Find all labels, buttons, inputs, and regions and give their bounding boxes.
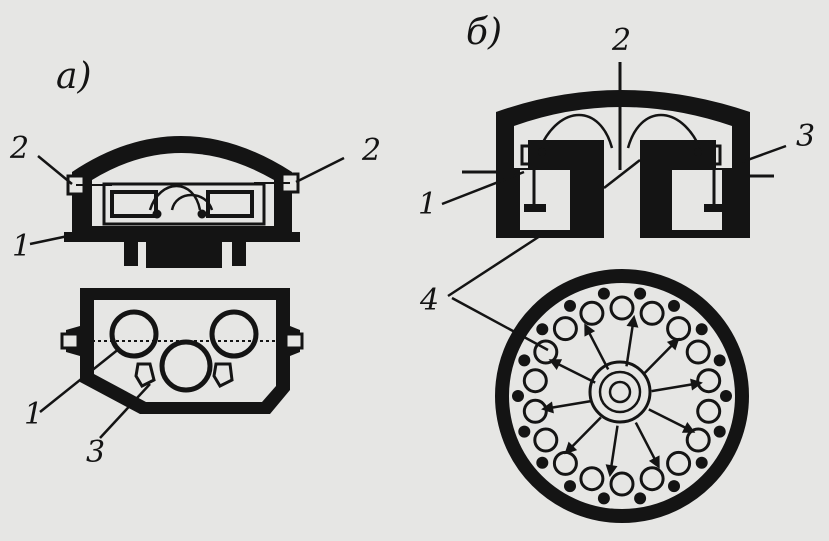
ring-coil [533,427,559,453]
ring-coil [666,450,692,476]
ring-coil [609,295,635,321]
a-base-block [146,228,222,268]
b-plan-hub-mid [598,370,642,414]
ring-stud [634,492,647,505]
panel-a-label: а) [56,56,92,97]
panel-b-bottom-plan [451,269,749,523]
spoke [586,329,610,370]
ring-coil [639,466,665,492]
spoke-arrow [548,359,563,370]
spoke [648,408,689,431]
spoke-arrow [564,441,578,455]
callout-b-mid: 4 [419,283,439,318]
a-plan-right-coil [209,309,259,359]
ring-stud [668,299,680,312]
spoke [609,425,619,470]
callout-a-left: 1 [12,229,31,264]
ring-coil [522,398,548,424]
spoke-arrow [605,464,618,478]
ring-stud [512,390,524,402]
b-dome-inner [514,107,732,168]
ring-coil [522,368,548,394]
a-base-left-leg [124,242,138,266]
ring-coil [552,450,578,476]
spoke [651,382,696,393]
ring-stud [720,390,732,402]
ring-stud [713,425,726,438]
callout-b-right: 3 [796,119,815,154]
a-plan-center-coil [159,339,213,393]
b-plan-outer-ring [495,269,749,523]
b-plan-ring-items [512,287,732,505]
ring-coil [685,339,711,365]
callout-b-left: 1 [418,187,437,222]
spoke-arrow [681,422,696,433]
callout-a-top-right: 2 [361,133,381,168]
spoke [634,422,658,463]
spoke [642,342,675,376]
ring-stud [695,456,708,469]
ring-stud [634,287,647,300]
a-base-right-leg [232,242,246,266]
ring-stud [597,287,610,300]
spoke [625,322,635,367]
ring-coil [685,427,711,453]
ring-coil [696,368,722,394]
ring-stud [536,456,549,469]
b-plan-hub-outer [588,360,652,424]
spoke [548,399,593,410]
spoke-arrow [690,378,703,391]
spoke-arrow [666,337,680,351]
ring-coil [666,316,692,342]
spoke-arrow [626,314,639,328]
ring-coil [639,300,665,326]
spoke-arrow [648,455,660,469]
b-plan-spokes [541,314,703,478]
a-plan-left-coil [109,309,159,359]
ring-stud [564,480,576,493]
panel-b-label: б) [466,12,502,53]
panel-a-bottom-plan [39,288,304,439]
callout-a-bottom-3: 3 [86,435,105,470]
ring-stud [536,323,549,336]
spoke [555,361,596,384]
spoke-arrow [541,401,554,414]
ring-coil [609,471,635,497]
a-inner-frame [102,182,266,226]
ring-stud [518,354,531,367]
ring-coil [533,339,559,365]
b-plan-hub-inner [608,380,632,404]
ring-stud [597,492,610,505]
ring-stud [518,425,531,438]
ring-coil [579,466,605,492]
ring-stud [668,480,680,493]
ring-coil [696,398,722,424]
ring-coil [552,316,578,342]
ring-stud [713,354,726,367]
spoke-arrow [584,323,596,337]
ring-coil [579,300,605,326]
callout-a-top-left: 2 [9,131,29,166]
a-left-coil [110,190,158,218]
callout-b-top: 2 [611,23,631,58]
panel-b-top-section [441,62,787,298]
a-dome-inner [92,153,274,226]
ring-stud [695,323,708,336]
panel-a-top-section [29,136,345,268]
ring-stud [564,299,576,312]
spoke [569,416,602,450]
callout-a-bottom-1: 1 [24,397,43,432]
